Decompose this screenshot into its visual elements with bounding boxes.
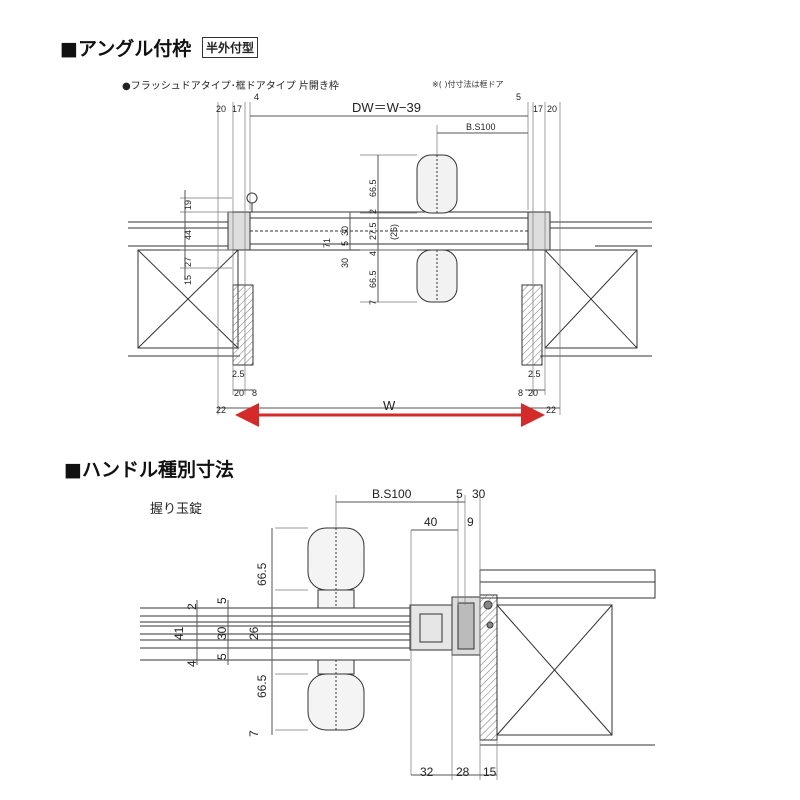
right-jamb: [521, 284, 543, 366]
section1-title: ■アングル付枠: [60, 38, 192, 60]
dim-4-mid: 4: [368, 251, 378, 256]
handle-type-label: 握り玉錠: [150, 502, 203, 517]
dim-7-top: 7: [368, 300, 378, 305]
left-jamb: [232, 284, 254, 366]
dim-20-bottom-left: 20: [234, 388, 244, 398]
dim-5-lower: 5: [215, 653, 229, 660]
dim-30-mid: 30: [340, 226, 350, 236]
dim-2-5-left: 2.5: [232, 369, 245, 379]
dim-22-right: 22: [546, 405, 556, 415]
dim-71: 71: [322, 238, 332, 248]
left-frame: [227, 211, 251, 251]
top-plan-drawing: [128, 102, 652, 415]
dim-26: 26: [247, 626, 261, 640]
top-knob-inner: [416, 249, 458, 303]
dim-5-bottom: 5: [456, 487, 463, 501]
detail-wall: [479, 569, 656, 746]
dim-26-paren: (26): [389, 224, 399, 240]
dim-8-left: 8: [252, 388, 257, 398]
detail-knob-inner: [307, 659, 365, 731]
dim-5-left: 5: [215, 597, 229, 604]
dim-66-5-low: 66.5: [368, 270, 378, 288]
dim-2-5-right: 2.5: [528, 369, 541, 379]
section2-title: ■ハンドル種別寸法: [64, 459, 234, 481]
dim-17-right: 17: [533, 104, 543, 114]
dim-4-bottom: 4: [185, 660, 199, 667]
dim-2-bottom: 2: [185, 603, 199, 610]
dim-28: 28: [456, 765, 470, 779]
handle-detail-drawing: [140, 495, 656, 780]
dim-bs: B.S100: [466, 122, 496, 132]
dim-30-bottom: 30: [472, 487, 486, 501]
left-wall: [128, 221, 240, 357]
section1-note: ※( )付寸法は框ドア: [432, 80, 504, 89]
dim-32: 32: [420, 765, 434, 779]
dim-20-left: 20: [216, 104, 226, 114]
dim-66-5-upper: 66.5: [255, 562, 269, 586]
section1-subtitle: ●フラッシュドアタイプ･框ドアタイプ 片開き枠: [122, 81, 339, 92]
dim-66-5-lower: 66.5: [255, 674, 269, 698]
dim-4-left: 4: [254, 92, 259, 102]
dim-27-5: 27.5: [368, 222, 378, 240]
bottom-dimensions: B.S100 5 30 40 9 66.5 2 5 41 30 26 4 5 6…: [172, 487, 497, 779]
dim-5-right: 5: [516, 92, 521, 102]
dim-8-right: 8: [518, 388, 523, 398]
dim-11-30: 30: [215, 626, 229, 640]
dim-66-5-top: 66.5: [368, 179, 378, 197]
latch-case: [409, 604, 453, 651]
dim-20-right: 20: [547, 104, 557, 114]
right-wall: [540, 221, 652, 357]
dim-2-top: 2: [368, 209, 378, 214]
dim-9: 9: [467, 515, 474, 529]
dim-19: 19: [183, 200, 193, 210]
dim-41: 41: [172, 626, 186, 640]
dim-w: W: [383, 398, 396, 413]
dim-15-bottom: 15: [483, 765, 497, 779]
dim-dw: DW＝W−39: [352, 100, 421, 115]
dim-15: 15: [183, 275, 193, 285]
dim-44: 44: [183, 230, 193, 240]
top-dimensions: DW＝W−39 B.S100 20 17 4 5 17 20 19 44 15 …: [183, 92, 557, 415]
dim-bs-bottom: B.S100: [372, 487, 412, 501]
dim-30-low: 30: [340, 258, 350, 268]
dim-17-left: 17: [232, 104, 242, 114]
top-knob-outer: [416, 154, 458, 214]
dim-7-bottom: 7: [247, 730, 261, 737]
dim-5-mid: 5: [340, 241, 350, 246]
dim-40: 40: [424, 515, 438, 529]
detail-knob-outer: [307, 527, 365, 609]
frame-type-badge: 半外付型: [202, 37, 259, 58]
dim-22-left: 22: [216, 405, 226, 415]
right-frame: [527, 211, 551, 251]
dim-27: 27: [183, 257, 193, 267]
dim-20-bottom-right: 20: [528, 388, 538, 398]
